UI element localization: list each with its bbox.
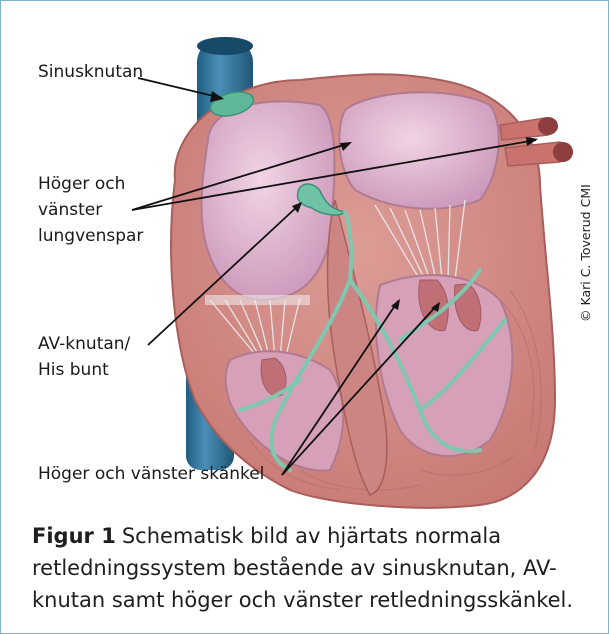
figure-label: Figur 1 [32, 524, 116, 548]
label-av-node-line2: His bunt [38, 358, 109, 383]
label-av-node-line1: AV-knutan/ [38, 332, 130, 357]
label-pulmonary-veins-line2: vänster [38, 198, 102, 223]
label-pulmonary-veins-line1: Höger och [38, 172, 125, 197]
label-sinus-node: Sinusknutan [38, 60, 143, 85]
label-pulmonary-veins-line3: lungvenspar [38, 224, 143, 249]
valve-area-right [205, 295, 310, 305]
vena-cava-opening [197, 37, 253, 55]
label-bundle-branches: Höger och vänster skänkel [38, 462, 264, 487]
image-credit: © Kari C. Toverud CMI [578, 184, 593, 322]
